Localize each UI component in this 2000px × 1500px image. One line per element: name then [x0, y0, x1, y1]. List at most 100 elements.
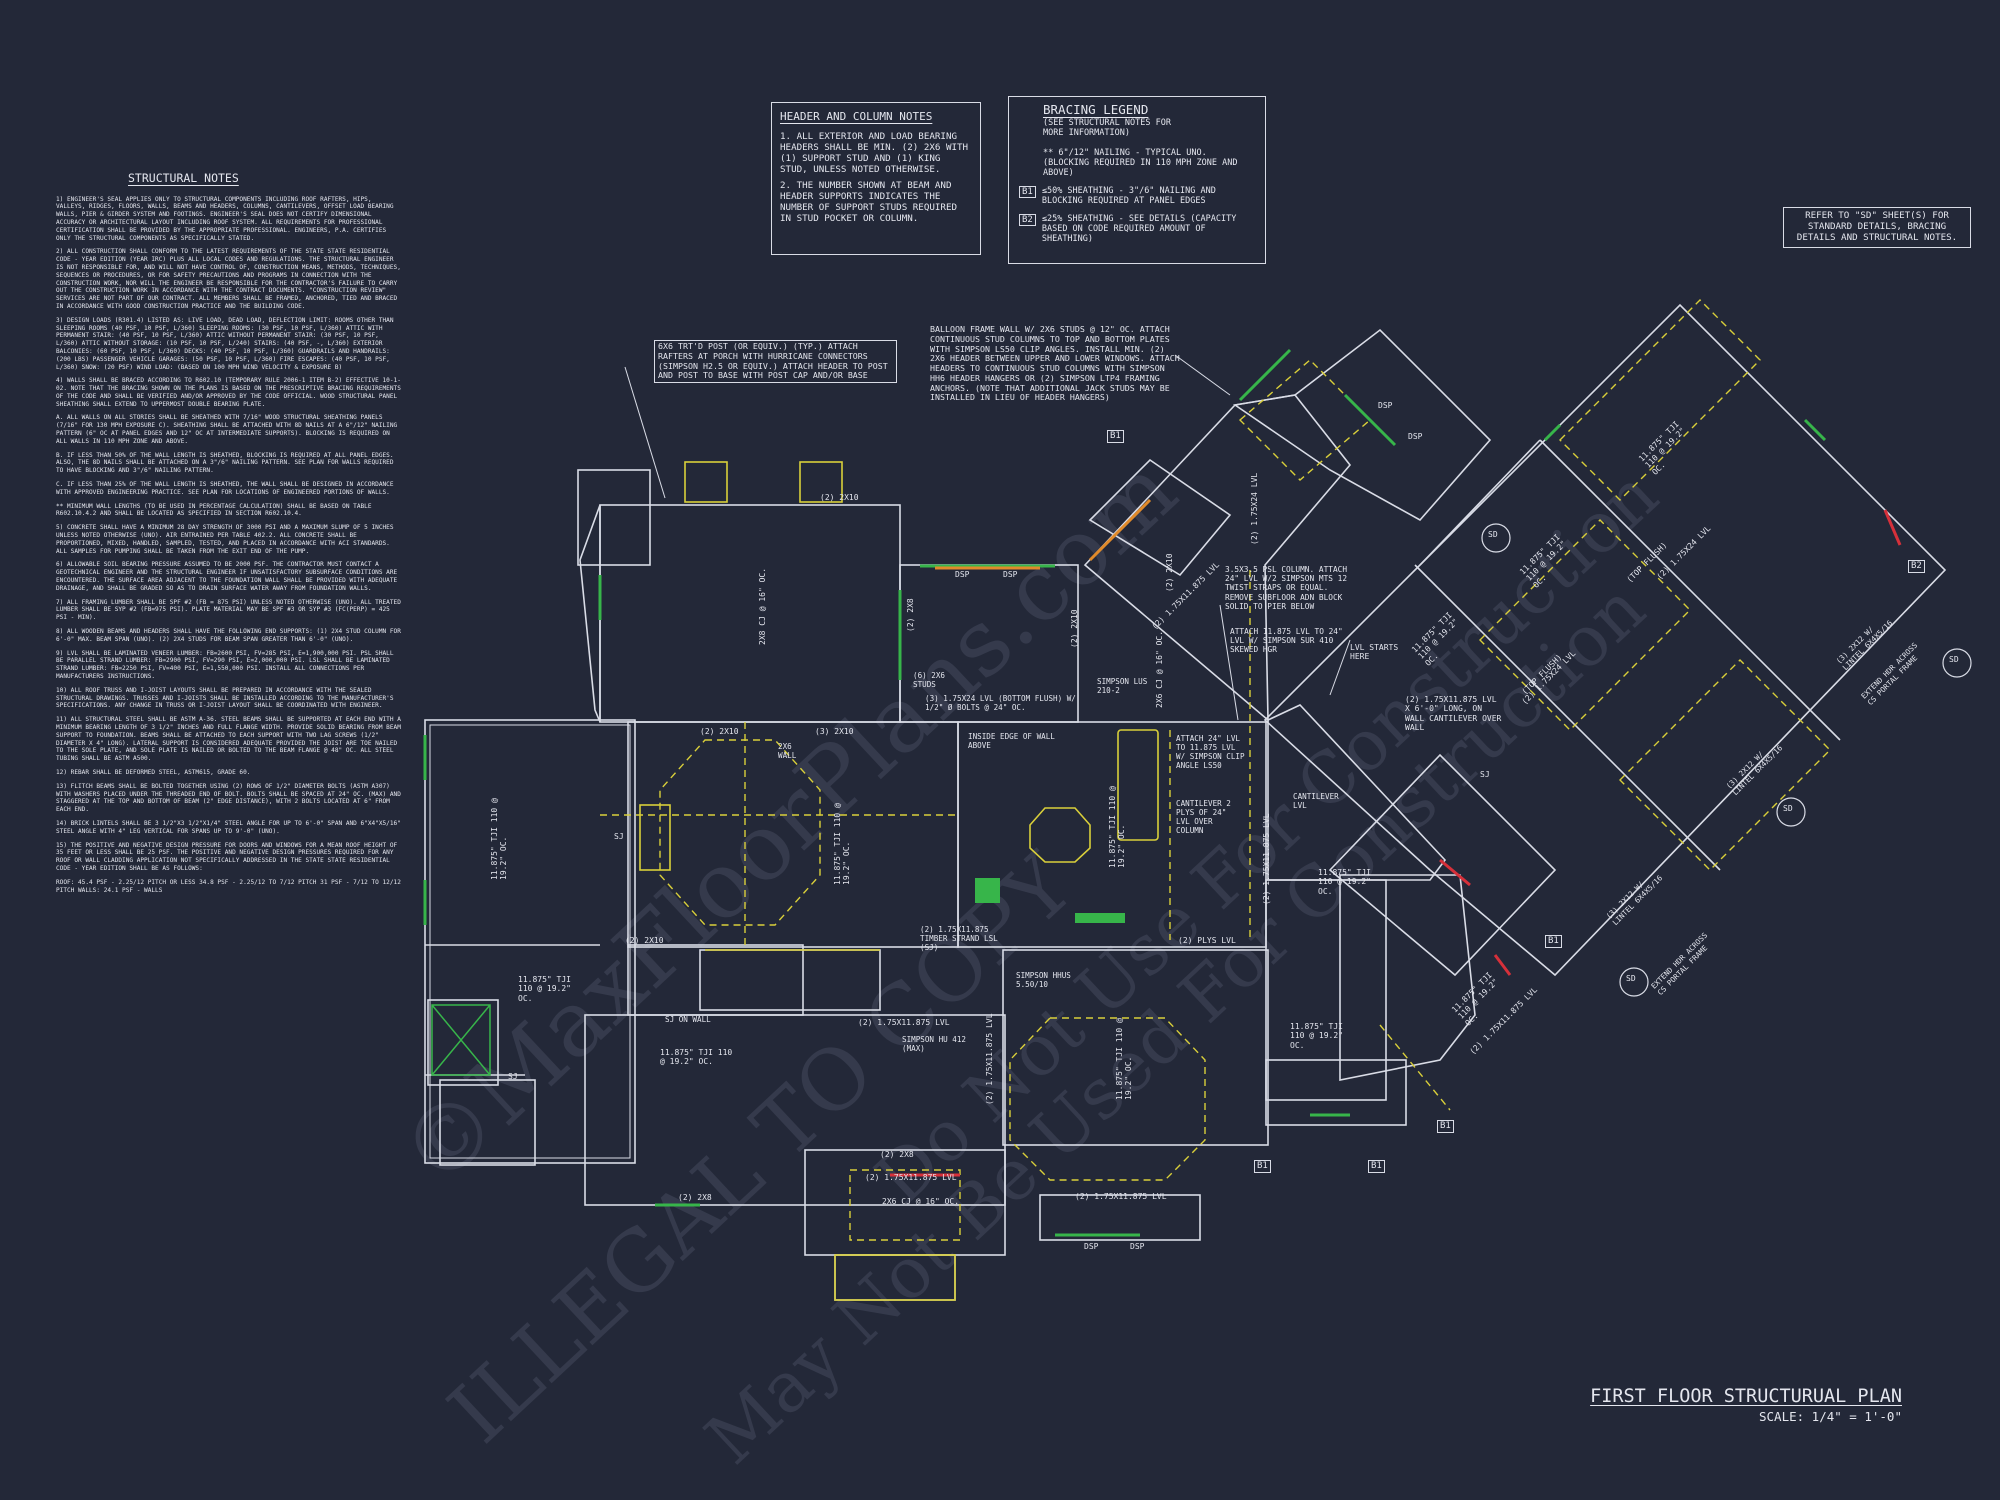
- island-octagon: [1029, 807, 1091, 863]
- window-17: [1543, 423, 1562, 442]
- beam-label: (2) 2x10: [1070, 609, 1079, 648]
- simpson-lus-label: SIMPSON LUS 210-2: [1097, 677, 1148, 695]
- beam-dash-5: [1379, 1024, 1451, 1111]
- wall-bay-left: [577, 469, 651, 566]
- structural-note-paragraph: 6) ALLOWABLE SOIL BEARING PRESSURE ASSUM…: [56, 561, 398, 592]
- beam-label: (2) PLYS LVL: [1178, 936, 1236, 945]
- beam-label: (2) 1.75x11.875 LVL: [1262, 813, 1271, 905]
- beam-label: (2) 1.75x11.875 LVL: [1075, 1192, 1167, 1201]
- timber-lsl-label: (2) 1.75x11.875 TIMBER STRAND LSL (SJ): [920, 925, 998, 952]
- structural-note-paragraph: 15) THE POSITIVE AND NEGATIVE DESIGN PRE…: [56, 841, 398, 872]
- sj-on-wall-label: SJ ON WALL: [665, 1015, 711, 1024]
- ceiling-octagon-great-room: [1009, 1017, 1206, 1181]
- window-4: [1088, 498, 1152, 562]
- wall-upper-angled: [1232, 328, 1492, 522]
- ceiling-garage-dash-3: [1619, 659, 1831, 871]
- structural-notes-title: STRUCTURAL NOTES: [128, 171, 239, 185]
- window-12: [1439, 858, 1471, 887]
- leader-balloon: [1174, 354, 1231, 396]
- structural-note-paragraph: 4) WALLS SHALL BE BRACED ACCORDING TO R6…: [56, 377, 401, 408]
- beam-label: (2) 1.75x24 LVL: [1250, 472, 1259, 545]
- cantilever-short-note: CANTILEVER LVL: [1293, 792, 1339, 810]
- beam-label: 2x6 CJ @ 16" OC.: [1155, 630, 1164, 708]
- beam-label: SJ: [614, 832, 624, 841]
- header-column-notes-title: HEADER AND COLUMN NOTES: [780, 110, 933, 123]
- bracing-legend-b1-row: B1 ≤50% SHEATHING - 3"/6" NAILING AND BL…: [1019, 185, 1255, 206]
- wall-angled-wing-a: [1083, 394, 1352, 722]
- bracing-legend-b2-row: B2 ≤25% SHEATHING - SEE DETAILS (CAPACIT…: [1019, 213, 1255, 244]
- b1-marker: B1: [1437, 1120, 1454, 1133]
- lvl-starts-note: LVL STARTS HERE: [1350, 643, 1399, 662]
- structural-note-paragraph: A. ALL WALLS ON ALL STORIES SHALL BE SHE…: [56, 414, 398, 445]
- wall-dining: [627, 944, 804, 1016]
- wall-right-mid: [1265, 879, 1387, 1101]
- lvl24-bolts-label: (3) 1.75x24 LVL (BOTTOM FLUSH) W/ 1/2" Ø…: [925, 694, 1076, 712]
- structural-note-paragraph: 11) ALL STRUCTURAL STEEL SHALL BE ASTM A…: [56, 716, 401, 763]
- b1-marker: B1: [1254, 1160, 1271, 1173]
- wall-right-low: [1265, 1059, 1407, 1126]
- dsp-label: DSP: [1084, 1242, 1099, 1251]
- beam-label: (3) 2x10: [815, 727, 854, 736]
- window-13: [1493, 954, 1512, 976]
- plan-title: FIRST FLOOR STRUCTURUAL PLAN: [1590, 1386, 1902, 1407]
- wall-garage-div-2: [1539, 439, 1841, 741]
- bracing-legend-subtitle: (SEE STRUCTURAL NOTES FOR MORE INFORMATI…: [1043, 117, 1171, 138]
- leader-post: [624, 366, 666, 499]
- beam-label: (2) 1.75x11.875 LVL: [985, 1013, 994, 1105]
- beam-label: (2) 2x10: [700, 727, 739, 736]
- wall-foyer: [584, 1014, 1006, 1206]
- section-marker-1: [1481, 523, 1511, 553]
- structural-note-paragraph: 8) ALL WOODEN BEAMS AND HEADERS SHALL HA…: [56, 628, 401, 643]
- inside-edge-label: INSIDE EDGE OF WALL ABOVE: [968, 732, 1055, 750]
- wall-upper-room: [1088, 458, 1232, 577]
- wall-2x6-label: 2x6 WALL: [778, 742, 797, 760]
- sd-marker: SD: [1626, 974, 1636, 983]
- b1-legend-text: ≤50% SHEATHING - 3"/6" NAILING AND BLOCK…: [1041, 185, 1216, 206]
- structural-note-paragraph: 14) BRICK LINTELS SHALL BE 3 1/2"x3 1/2"…: [56, 819, 401, 835]
- beam-label: (2) 1.75x11.875 LVL: [858, 1018, 950, 1027]
- joist-label: 11.875" TJI 110 @ 19.2" OC.: [1115, 1018, 1134, 1100]
- wall-angled-bath: [1339, 874, 1476, 1081]
- wall-angled-wing-b: [1267, 704, 1447, 881]
- joist-label: 11.875" TJI 110 @ 19.2" OC.: [490, 798, 509, 880]
- b2-symbol: B2: [1019, 213, 1036, 226]
- dsp-label: DSP: [1003, 570, 1018, 579]
- beam-label: (2) 2x8: [880, 1150, 914, 1159]
- porch-column-box-2: [799, 461, 843, 503]
- beam-label: (2) 2x8: [678, 1193, 712, 1202]
- structural-note-paragraph: 3) DESIGN LOADS (R301.4) LISTED AS: LIVE…: [56, 316, 394, 371]
- wall-left-wing-inner: [429, 724, 631, 1159]
- sd-marker: SD: [1949, 655, 1959, 664]
- bracing-legend-title: BRACING LEGEND: [1043, 102, 1149, 117]
- entry-steps: [834, 1254, 956, 1301]
- beam-label: 2x8 CJ @ 16" OC.: [758, 567, 767, 645]
- window-3: [1343, 393, 1397, 447]
- joist-label: 11.875" TJI 110 @ 19.2" OC.: [518, 975, 571, 1003]
- wall-kitchen: [957, 721, 1267, 948]
- b1-symbol: B1: [1019, 185, 1036, 198]
- cantilever-column-note: CANTILEVER 2 PLYS OF 24" LVL OVER COLUMN: [1176, 799, 1231, 835]
- ceiling-octagon-center: [659, 739, 821, 926]
- wall-stair: [699, 949, 881, 1011]
- dsp-label: DSP: [955, 570, 970, 579]
- leader-column: [1219, 604, 1239, 721]
- refer-note-box: REFER TO "SD" SHEET(S) FOR STANDARD DETA…: [1783, 207, 1971, 248]
- refer-note: REFER TO "SD" SHEET(S) FOR STANDARD DETA…: [1796, 210, 1958, 243]
- column-note: 3.5x3.5 PSL COLUMN. ATTACH 24" LVL w/2 S…: [1225, 565, 1348, 611]
- b1-marker: B1: [1368, 1160, 1385, 1173]
- structural-note-paragraph: ** MINIMUM WALL LENGTHS (TO BE USED IN P…: [56, 502, 372, 518]
- cantilever-lvl-note: (2) 1.75x11.875 LVL x 6'-0" LONG, ON WAL…: [1405, 695, 1502, 733]
- dsp-label: DSP: [1408, 432, 1423, 441]
- sd-marker: SD: [1783, 804, 1793, 813]
- structural-note-paragraph: C. IF LESS THAN 25% OF THE WALL LENGTH I…: [56, 481, 394, 496]
- structural-notes-body: 1) ENGINEER'S SEAL APPLIES ONLY TO STRUC…: [56, 196, 401, 895]
- joist-label: 11.875" TJI 110 @ 19.2" OC.: [1290, 1022, 1343, 1050]
- dsp-label: DSP: [1130, 1242, 1145, 1251]
- section-marker-4: [1942, 648, 1972, 678]
- ceiling-upper-dash: [1238, 359, 1372, 481]
- b2-legend-text: ≤25% SHEATHING - SEE DETAILS (CAPACITY B…: [1041, 213, 1237, 244]
- porch-column-box-1: [684, 461, 728, 503]
- bracing-legend-box: BRACING LEGEND (SEE STRUCTURAL NOTES FOR…: [1008, 96, 1266, 264]
- structural-note-paragraph: B. IF LESS THAN 50% OF THE WALL LENGTH I…: [56, 451, 394, 475]
